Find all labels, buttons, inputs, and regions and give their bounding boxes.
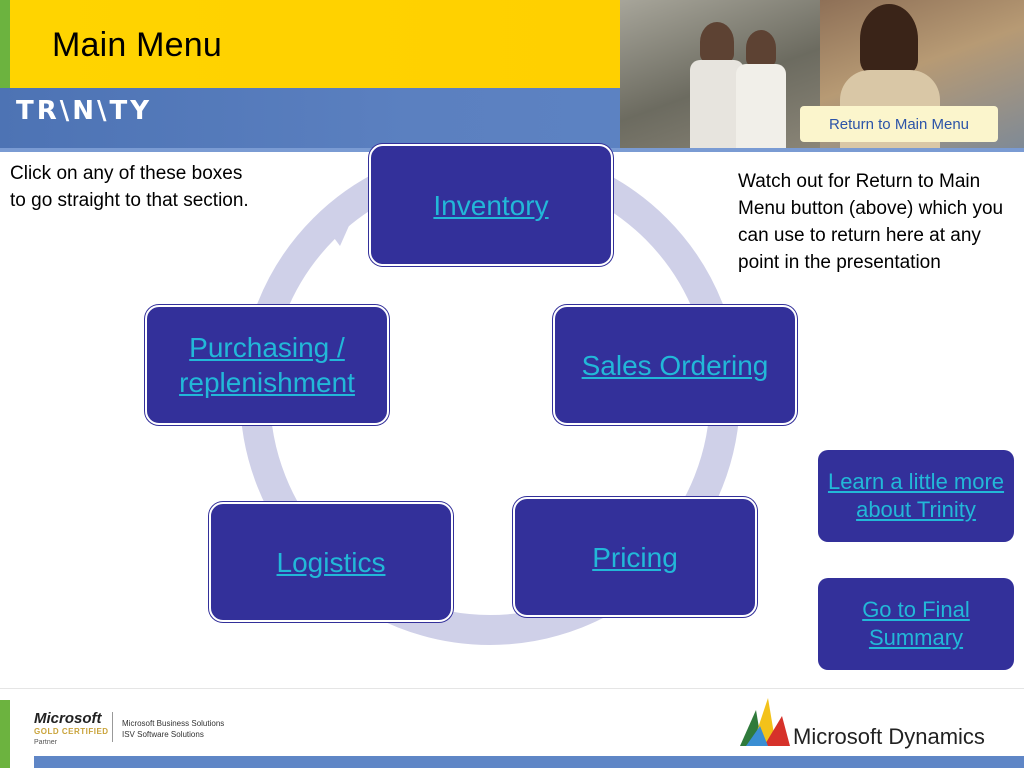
sales-ordering-button[interactable]: Sales Ordering (553, 305, 797, 425)
return-button-note: Watch out for Return to Main Menu button… (738, 171, 1004, 273)
header-accent-bar (0, 0, 10, 88)
footer-band (34, 756, 1024, 768)
pricing-button[interactable]: Pricing (513, 497, 757, 617)
partner-label: Partner (34, 739, 57, 746)
cycle-arrow-icon (318, 210, 356, 246)
page-title: Main Menu (52, 26, 222, 64)
trinity-logo: TR\N\TY (16, 96, 153, 126)
purchasing-label: Purchasing / replenishment (179, 332, 355, 398)
microsoft-dynamics-logo: Microsoft Dynamics (793, 724, 985, 749)
pricing-label: Pricing (592, 541, 678, 573)
final-summary-label: Go to Final Summary (862, 597, 970, 650)
business-solutions-text: Microsoft Business Solutions ISV Softwar… (122, 718, 224, 740)
footer-divider (0, 688, 1024, 689)
inventory-label: Inventory (433, 189, 549, 221)
dynamics-logo-icon (740, 698, 790, 746)
microsoft-logo: Microsoft (34, 710, 102, 727)
learn-more-label: Learn a little more about Trinity (827, 469, 1005, 522)
return-to-main-menu-button[interactable]: Return to Main Menu (800, 106, 998, 142)
warehouse-photo (620, 0, 820, 148)
sales-ordering-label: Sales Ordering (581, 349, 769, 381)
instruction-note: Click on any of these boxes to go straig… (10, 163, 249, 211)
gold-certified-label: GOLD CERTIFIED (34, 727, 109, 736)
logistics-label: Logistics (276, 546, 386, 578)
isv-label: ISV Software Solutions (122, 730, 204, 739)
footer-accent-bar (0, 700, 10, 768)
purchasing-replenishment-button[interactable]: Purchasing / replenishment (145, 305, 389, 425)
business-solutions-label: Microsoft Business Solutions (122, 719, 225, 728)
inventory-button[interactable]: Inventory (369, 144, 613, 266)
final-summary-button[interactable]: Go to Final Summary (818, 578, 1014, 670)
learn-more-button[interactable]: Learn a little more about Trinity (818, 450, 1014, 542)
footer-logo-divider (112, 712, 113, 742)
logistics-button[interactable]: Logistics (209, 502, 453, 622)
